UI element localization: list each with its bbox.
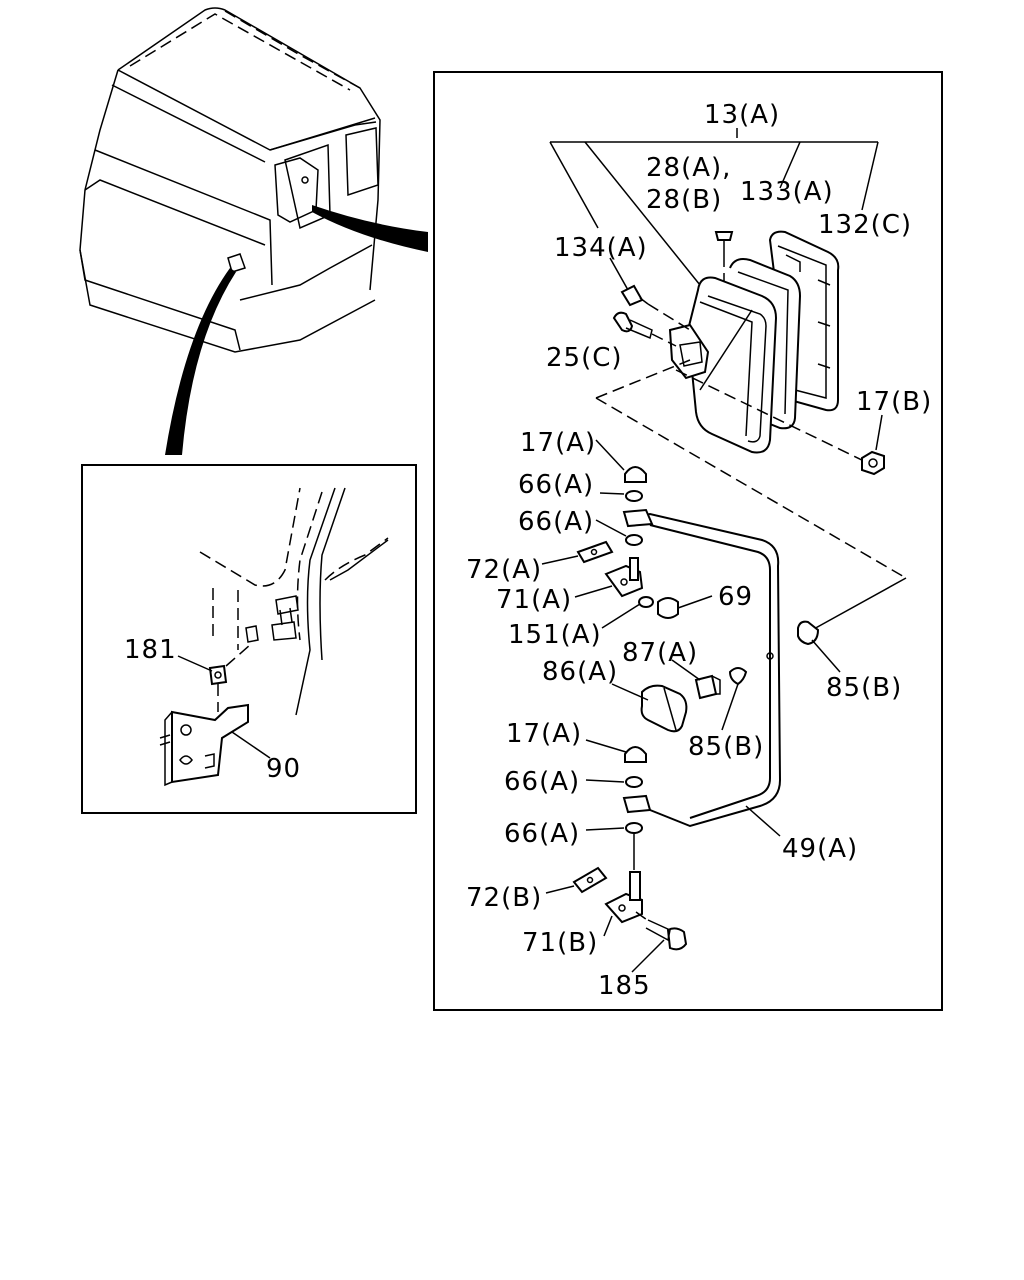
cap-69	[657, 597, 679, 619]
label-13a: 13(A)	[704, 100, 780, 130]
clip-87a-drawing	[694, 674, 721, 700]
bracket-71a-drawing	[576, 540, 644, 598]
label-66a-2: 66(A)	[518, 507, 594, 537]
label-71b: 71(B)	[522, 928, 598, 958]
leader-lines	[541, 439, 841, 973]
bolt-25c-drawing	[612, 311, 677, 347]
label-49a: 49(A)	[782, 834, 858, 864]
mirror-stay-49a	[622, 508, 782, 828]
nut-17b-drawing	[861, 450, 885, 476]
label-85b-right: 85(B)	[826, 673, 902, 703]
label-66a-3: 66(A)	[504, 767, 580, 797]
washer-66a-2	[625, 534, 643, 546]
label-90: 90	[266, 754, 301, 784]
label-133a: 133(A)	[740, 177, 834, 207]
label-28a: 28(A),	[646, 153, 731, 183]
washer-66a-1	[625, 490, 643, 502]
detail-panel	[433, 71, 943, 1011]
label-86a: 86(A)	[542, 657, 618, 687]
cap-nut-17a-lower	[624, 746, 647, 763]
label-132c: 132(C)	[818, 210, 912, 240]
label-66a-4: 66(A)	[504, 819, 580, 849]
bolt-134a-drawing	[620, 284, 691, 331]
marker-lamp-86a	[640, 684, 688, 733]
label-66a-1: 66(A)	[518, 470, 594, 500]
label-69: 69	[718, 582, 753, 612]
label-72b: 72(B)	[466, 883, 542, 913]
label-25c: 25(C)	[546, 343, 623, 373]
bracket-90-drawing	[159, 703, 249, 787]
label-28b: 28(B)	[646, 185, 722, 215]
label-181: 181	[124, 635, 177, 665]
washer-66a-3	[625, 776, 643, 788]
label-17a-top: 17(A)	[520, 428, 596, 458]
label-17a-lower: 17(A)	[506, 719, 582, 749]
mirror-body-drawing	[668, 276, 778, 454]
label-72a: 72(A)	[466, 555, 542, 585]
label-71a: 71(A)	[496, 585, 572, 615]
bracket-71b-drawing	[572, 866, 688, 951]
inset-panel	[81, 464, 417, 814]
cab-overview-drawing	[79, 7, 428, 455]
label-85b-lower: 85(B)	[688, 732, 764, 762]
label-185: 185	[598, 971, 651, 1001]
label-87a: 87(A)	[622, 638, 698, 668]
label-17b: 17(B)	[856, 387, 932, 417]
label-151a: 151(A)	[508, 620, 602, 650]
washer-151a	[638, 596, 654, 608]
cap-nut-17a-top	[624, 466, 647, 483]
clip-85b-lower	[728, 667, 748, 686]
assembly-bracket-13	[549, 128, 879, 291]
washer-66a-4	[625, 822, 643, 834]
clip-85b-right	[797, 620, 820, 646]
screw-28-drawing	[714, 231, 734, 282]
label-134a: 134(A)	[554, 233, 648, 263]
